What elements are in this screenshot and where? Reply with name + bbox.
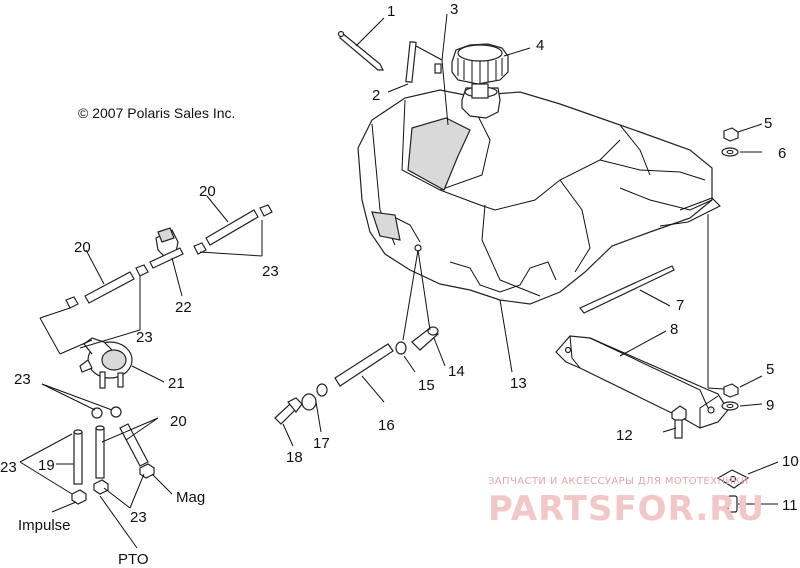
- leader-lines: [19, 13, 779, 549]
- tank-strap: [579, 265, 675, 314]
- hose-clamp-15: [395, 341, 407, 355]
- fuel-hose-16: [334, 343, 394, 387]
- nut-lower: [723, 383, 739, 398]
- clamp-23-mid-b: [65, 296, 79, 309]
- hose-clamp-17: [316, 383, 328, 397]
- clamp-23-upper-a: [259, 204, 273, 217]
- clamp-23-upper-b: [193, 242, 207, 255]
- watermark-brand: PARTSFOR.RU: [488, 489, 765, 529]
- callout-6: 6: [778, 145, 786, 162]
- callout-22: 22: [175, 299, 192, 316]
- tank-fitting: [411, 326, 439, 351]
- clamp-23-pto: [93, 479, 109, 495]
- fuel-pump: [79, 337, 133, 389]
- callout-15: 15: [418, 377, 435, 394]
- callout-11: 11: [782, 497, 798, 514]
- callout-3: 3: [450, 1, 458, 18]
- callout-20-upper: 20: [199, 183, 216, 200]
- clamp-23-pump-a: [91, 407, 103, 419]
- caption-impulse: Impulse: [18, 517, 71, 534]
- nut-upper: [723, 127, 739, 142]
- hose-20-upper: [205, 209, 259, 246]
- caption-mag: Mag: [176, 489, 205, 506]
- clamp-23-pump-b: [110, 406, 122, 418]
- copyright-text: © 2007 Polaris Sales Inc.: [78, 105, 235, 121]
- callout-10: 10: [782, 453, 799, 470]
- callout-16: 16: [378, 417, 395, 434]
- vent-hose: [405, 41, 417, 83]
- fuel-tank: [357, 86, 721, 305]
- callout-13: 13: [510, 375, 527, 392]
- caption-pto: PTO: [118, 551, 149, 568]
- bolt: [671, 405, 687, 439]
- fuel-fitting-18: [274, 397, 303, 425]
- washer-lower: [721, 401, 739, 411]
- callout-23-middle: 23: [136, 329, 153, 346]
- callout-20-lower: 20: [170, 413, 187, 430]
- callout-21: 21: [168, 375, 185, 392]
- callout-5-upper: 5: [764, 115, 772, 132]
- callout-23-upper: 23: [262, 263, 279, 280]
- callout-19: 19: [38, 457, 55, 474]
- callout-9: 9: [766, 397, 774, 414]
- callout-1: 1: [387, 3, 395, 20]
- hose-19-impulse: [73, 431, 83, 485]
- clamp-23-impulse: [71, 489, 87, 505]
- callout-18: 18: [286, 449, 303, 466]
- vent-tube: [337, 30, 384, 71]
- watermark-tagline: ЗАПЧАСТИ И АКСЕССУАРЫ ДЛЯ МОТОТЕХНИКИ: [488, 476, 749, 487]
- fuel-cap: [451, 43, 509, 99]
- callout-4: 4: [536, 37, 544, 54]
- callout-12: 12: [616, 427, 633, 444]
- callout-2: 2: [372, 87, 380, 104]
- callout-17: 17: [313, 435, 330, 452]
- clamp-23-mid-a: [135, 264, 149, 277]
- vent-clamp: [434, 63, 442, 74]
- tank-bracket: [555, 335, 729, 429]
- hose-pto: [95, 427, 105, 479]
- callout-20-middle: 20: [74, 239, 91, 256]
- callout-14: 14: [448, 363, 465, 380]
- clamp-23-mag: [139, 463, 155, 479]
- callout-23-impulse: 23: [0, 459, 17, 476]
- clip: [727, 495, 738, 513]
- washer-upper: [721, 147, 739, 157]
- hose-20-mag: [119, 423, 149, 467]
- hose-20-middle: [84, 271, 135, 304]
- callout-8: 8: [670, 321, 678, 338]
- callout-23-pump: 23: [14, 371, 31, 388]
- grommet: [301, 393, 317, 411]
- callout-5-lower: 5: [766, 361, 774, 378]
- fuel-valve: [149, 227, 184, 269]
- callout-7: 7: [676, 297, 684, 314]
- callout-23-bottom: 23: [130, 509, 147, 526]
